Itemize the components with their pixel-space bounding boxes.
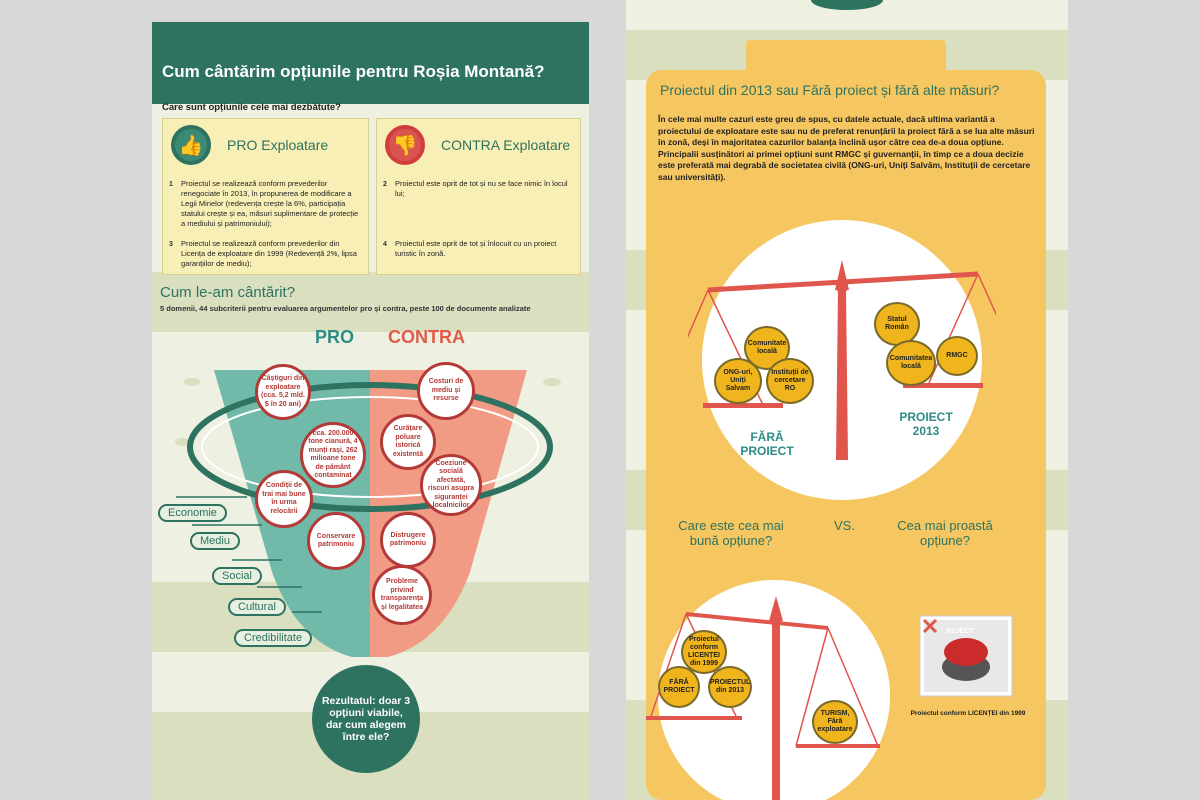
worst-option-question: Cea mai proastă opțiune?: [897, 518, 993, 548]
scale1-left-label: FĂRĂ PROIECT: [740, 430, 794, 458]
vs-label: VS.: [834, 518, 855, 533]
contra-item-2-num: 2: [383, 181, 387, 188]
left-infographic-panel: Cum cântărim opțiunile pentru Roșia Mont…: [152, 22, 589, 800]
contra-item-2-text: Proiectul este oprit de tot și nu se fac…: [395, 179, 568, 198]
pro-card: 👍 PRO Exploatare 1 Proiectul se realizea…: [162, 118, 369, 275]
weigh-title: Cum le-am cântărit?: [160, 284, 296, 301]
scale1-left-coin-2: ONG-uri, Uniți Salvam: [714, 358, 762, 404]
right-infographic-panel: Proiectul din 2013 sau Fără proiect și f…: [626, 0, 1068, 800]
scale2-left-coin-1: Proiectul conform LICENȚEI din 1999: [681, 630, 727, 674]
scale-1-graphic: [688, 220, 996, 500]
scale1-right-coin-2: Comunitatea locală: [886, 340, 936, 386]
pro-circle-3: Condiții de trai mai bune în urma relocă…: [255, 470, 313, 528]
pro-item-3-num: 3: [169, 241, 173, 248]
reject-button-graphic: [919, 615, 1013, 697]
right-paragraph: În cele mai multe cazuri este greu de sp…: [658, 114, 1035, 182]
scale1-right-label: PROIECT 2013: [899, 410, 953, 438]
contra-item-4-num: 4: [383, 241, 387, 248]
reject-caption: Proiectul conform LICENȚEI din 1999: [910, 710, 1026, 717]
contra-circle-1: Costuri de mediu și resurse: [417, 362, 475, 420]
scale1-left-coin-3: Instituții de cercetare RO: [766, 358, 814, 404]
domain-label-mediu: Mediu: [190, 532, 240, 550]
pro-item-3-text: Proiectul se realizează conform preveder…: [181, 239, 357, 268]
contra-column-label: CONTRA: [388, 327, 465, 347]
pro-circle-2: cca. 200.000 tone cianură, 4 munți rași,…: [300, 422, 366, 488]
contra-circle-4: Distrugere patrimoniu: [380, 512, 436, 568]
domain-label-credibilitate: Credibilitate: [234, 629, 313, 647]
options-subtitle: Care sunt opțiunile cele mai dezbătute?: [162, 102, 341, 113]
contra-heading: CONTRA Exploatare: [441, 137, 571, 153]
pro-item-1-text: Proiectul se realizează conform preveder…: [181, 179, 359, 228]
thumbs-up-icon: 👍: [171, 125, 211, 165]
pro-circle-4: Conservare patrimoniu: [307, 512, 365, 570]
contra-circle-2: Curățare poluare istorică existentă: [380, 414, 436, 470]
left-header-bar: Cum cântărim opțiunile pentru Roșia Mont…: [152, 22, 589, 104]
result-circle: Rezultatul: doar 3 opțiuni viabile, dar …: [312, 665, 420, 773]
pro-column-label: PRO: [315, 327, 355, 347]
contra-circle-5: Probleme privind transparența și legalit…: [372, 565, 432, 625]
scale1-right-coin-1: Statul Român: [874, 302, 920, 346]
pro-item-1-num: 1: [169, 181, 173, 188]
weigh-subtitle: 5 domenii, 44 subcriterii pentru evaluar…: [160, 304, 531, 313]
pro-circle-1: Câștiguri din exploatare (cca. 5,2 mld. …: [255, 364, 311, 420]
pro-heading: PRO Exploatare: [227, 137, 329, 153]
scale2-left-coin-2: FĂRĂ PROIECT: [658, 666, 700, 708]
scale2-left-coin-3: PROIECTUL din 2013: [708, 666, 752, 708]
domain-label-economie: Economie: [158, 504, 227, 522]
domain-label-social: Social: [212, 567, 262, 585]
scale1-right-coin-3: RMGC: [936, 336, 978, 376]
left-page-title: Cum cântărim opțiunile pentru Roșia Mont…: [162, 62, 545, 81]
best-option-question: Care este cea mai bună opțiune?: [678, 518, 784, 548]
right-title: Proiectul din 2013 sau Fără proiect și f…: [660, 82, 1000, 98]
scale2-right-coin-1: TURISM, Fără exploatare: [812, 700, 858, 744]
contra-circle-3: Coeziune socială afectată, riscuri asupr…: [420, 454, 482, 516]
domain-label-cultural: Cultural: [228, 598, 286, 616]
reject-label: REJECT: [946, 628, 974, 635]
contra-item-4-text: Proiectul este oprit de tot și înlocuit …: [395, 239, 557, 258]
contra-card: 👎 CONTRA Exploatare 2 Proiectul este opr…: [376, 118, 581, 275]
thumbs-down-icon: 👎: [385, 125, 425, 165]
